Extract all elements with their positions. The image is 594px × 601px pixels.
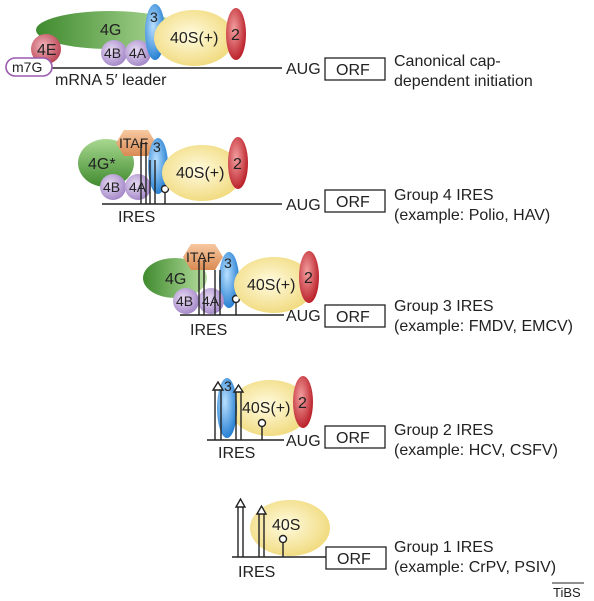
- eif4b-shape: [173, 288, 199, 314]
- itaf-label: ITAF: [119, 135, 148, 151]
- ires-stemloops: [211, 380, 267, 440]
- aug-label: AUG: [286, 197, 321, 214]
- ires-label: IRES: [190, 322, 227, 339]
- description-line1: Canonical cap-: [394, 53, 501, 70]
- row-group4: 4G* ITAF 3 4B 4A 40S(+) 2 IRES AUG ORF G…: [78, 130, 550, 226]
- itaf-label: ITAF: [186, 249, 215, 265]
- description-line2: (example: Polio, HAV): [394, 207, 550, 224]
- eif4g-label: 4G: [100, 22, 121, 39]
- orf-box: [324, 304, 386, 328]
- description-line2: dependent initiation: [394, 73, 533, 90]
- eif2-label: 2: [304, 270, 313, 287]
- ribosome-shape: [230, 380, 310, 436]
- aug-label: AUG: [286, 308, 321, 325]
- eif2-label: 2: [231, 27, 240, 44]
- eif4b-shape: [101, 40, 127, 66]
- eif2-label: 2: [233, 156, 242, 173]
- orf-label: ORF: [336, 62, 370, 79]
- ribosome-shape: [162, 145, 242, 201]
- ribosome-label: 40S(+): [242, 400, 290, 417]
- eif3-label: 3: [150, 9, 158, 25]
- orf-label: ORF: [337, 551, 371, 568]
- eif3-label: 3: [224, 378, 232, 394]
- eif3-shape: [148, 138, 168, 194]
- orf-label: ORF: [336, 194, 370, 211]
- eif3-label: 3: [153, 139, 161, 155]
- description-line1: Group 1 IRES: [394, 539, 494, 556]
- orf-label: ORF: [336, 309, 370, 326]
- eif4g-label: 4G*: [88, 156, 116, 173]
- eif4a-shape: [125, 40, 151, 66]
- eif4b-label: 4B: [104, 45, 121, 61]
- row-group2: 3 40S(+) 2 IRES AUG ORF Group 2 IRES (ex…: [207, 376, 558, 462]
- leader-label: mRNA 5′ leader: [55, 72, 167, 89]
- eif2-shape: [299, 251, 319, 303]
- eif4g-label: 4G: [165, 271, 186, 288]
- credit-label: TiBS: [553, 585, 581, 600]
- eif4a-label: 4A: [129, 179, 147, 195]
- eif4b-label: 4B: [103, 179, 120, 195]
- eif2-shape: [226, 8, 246, 60]
- ires-stemloops: [234, 497, 288, 557]
- aug-label: AUG: [286, 433, 321, 450]
- row-group3: 4G ITAF 3 4B 4A 40S(+) 2 IRES AUG ORF Gr…: [143, 244, 573, 339]
- ires-label: IRES: [218, 445, 255, 462]
- description-line2: (example: CrPV, PSIV): [394, 559, 556, 576]
- ribosome-label: 40S(+): [176, 165, 224, 182]
- eif2-shape: [228, 137, 248, 189]
- ribosome-label: 40S: [272, 517, 300, 534]
- description-line2: (example: FMDV, EMCV): [394, 318, 573, 335]
- eif3-shape: [219, 252, 239, 308]
- description-line1: Group 2 IRES: [394, 422, 494, 439]
- eif4g-shape: [78, 139, 134, 187]
- eif4b-label: 4B: [176, 293, 193, 309]
- orf-label: ORF: [336, 430, 370, 447]
- eif4b-shape: [100, 174, 126, 200]
- cap-shape: [5, 57, 53, 77]
- ires-label: IRES: [238, 564, 275, 581]
- ires-stemloops: [198, 260, 241, 315]
- ribosome-label: 40S(+): [170, 30, 218, 47]
- ires-label: IRES: [118, 209, 155, 226]
- ribosome-shape: [234, 257, 314, 313]
- cap-label: m7G: [12, 59, 42, 75]
- eif4a-shape: [125, 174, 151, 200]
- description-line1: Group 3 IRES: [394, 298, 494, 315]
- orf-box: [324, 425, 386, 449]
- ribosome-label: 40S(+): [247, 277, 295, 294]
- orf-box: [324, 57, 386, 81]
- orf-box: [324, 189, 386, 213]
- ires-stemloops: [140, 142, 170, 204]
- eif2-label: 2: [298, 395, 307, 412]
- ribosome-shape: [154, 10, 234, 66]
- description-line2: (example: HCV, CSFV): [394, 442, 558, 459]
- itaf-shape: [183, 244, 223, 270]
- eif3-shape: [217, 378, 237, 438]
- aug-label: AUG: [286, 61, 321, 78]
- eif3-label: 3: [224, 255, 232, 271]
- row-group1: 40S IRES ORF Group 1 IRES (example: CrPV…: [232, 497, 556, 581]
- eif2-shape: [293, 376, 313, 428]
- eif4e-label: 4E: [37, 42, 57, 59]
- description-line1: Group 4 IRES: [394, 187, 494, 204]
- eif4a-label: 4A: [129, 45, 147, 61]
- orf-box: [325, 546, 387, 570]
- row-canonical: 4G 4E m7G 4B 4A 3 40S(+) 2 mRNA 5′ leade…: [5, 4, 533, 90]
- ribosome-shape: [250, 500, 330, 556]
- eif4e-shape: [31, 34, 61, 64]
